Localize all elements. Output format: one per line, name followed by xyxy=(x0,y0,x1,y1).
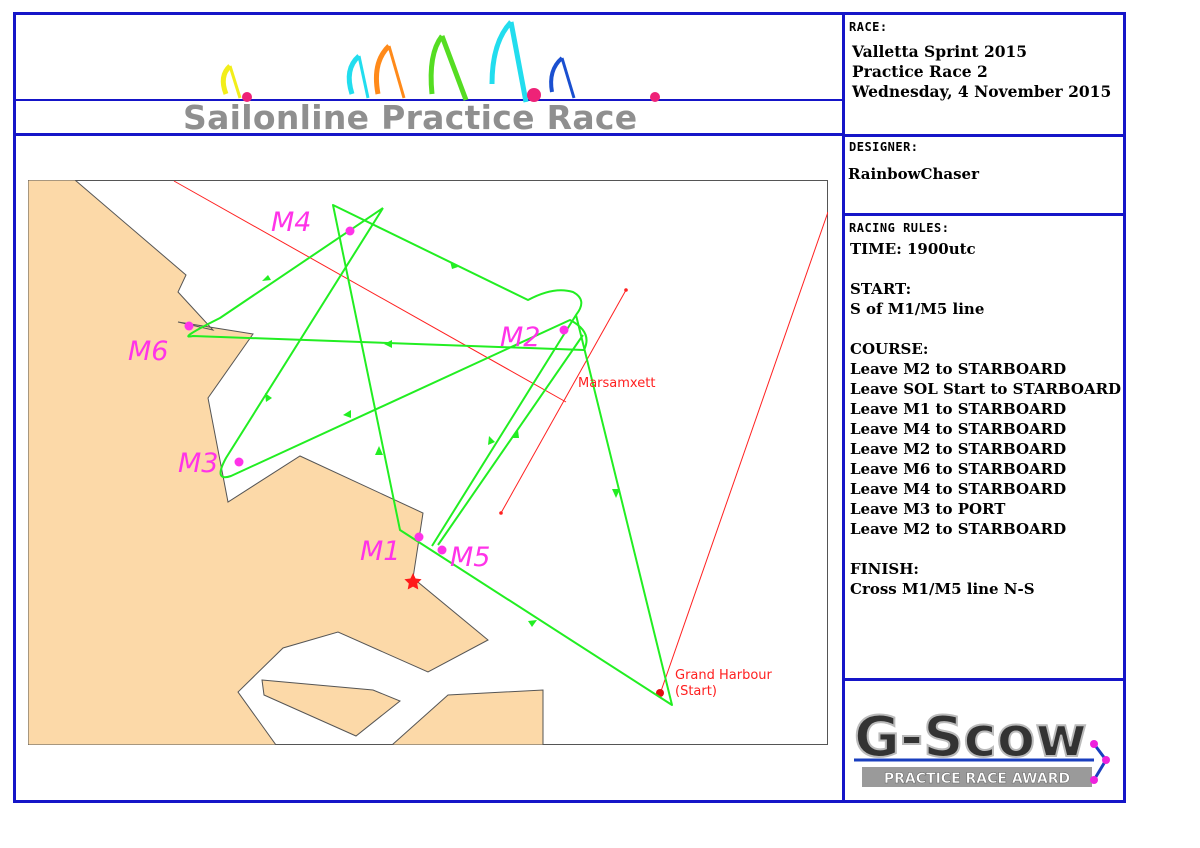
mark-m6 xyxy=(184,321,194,331)
g-scow-award-logo: G-Scow PRACTICE RACE AWARD xyxy=(853,704,1110,787)
rule-line: Cross M1/M5 line N-S xyxy=(850,580,1035,598)
rules-award-divider xyxy=(842,678,1126,681)
designer-rules-divider xyxy=(842,213,1126,216)
rule-line: COURSE: xyxy=(850,340,929,358)
rule-line: S of M1/M5 line xyxy=(850,300,985,318)
mark-label-m4: M4 xyxy=(271,207,311,238)
race-date: Wednesday, 4 November 2015 xyxy=(852,82,1112,101)
designer-label: DESIGNER: xyxy=(849,140,919,154)
rule-line: Leave M4 to STARBOARD xyxy=(850,420,1067,438)
rule-line: Leave M2 to STARBOARD xyxy=(850,440,1067,458)
start-star-icon xyxy=(404,573,422,590)
race-label: RACE: xyxy=(849,20,888,34)
award-subtitle: PRACTICE RACE AWARD xyxy=(884,771,1070,787)
rules-label: RACING RULES: xyxy=(849,221,950,235)
race-designer-divider xyxy=(842,134,1126,137)
rule-line: Leave M2 to STARBOARD xyxy=(850,520,1067,538)
mark-m1 xyxy=(414,532,424,542)
banner-divider xyxy=(13,133,845,136)
designer-name: RainbowChaser xyxy=(848,165,979,183)
race-name: Valletta Sprint 2015 xyxy=(852,42,1028,61)
banner-title: Sailonline Practice Race xyxy=(183,98,638,137)
mark-m2 xyxy=(559,325,569,335)
mark-label-m5: M5 xyxy=(450,542,490,573)
race-subtitle: Practice Race 2 xyxy=(852,62,988,81)
rule-line: START: xyxy=(850,280,912,298)
place-label-grand-harbour-start: (Start) xyxy=(675,684,717,699)
mark-label-m6: M6 xyxy=(128,336,168,367)
mark-m3 xyxy=(234,457,244,467)
mark-label-m2: M2 xyxy=(500,322,540,353)
rule-line: Leave M2 to STARBOARD xyxy=(850,360,1067,378)
rule-line: Leave SOL Start to STARBOARD xyxy=(850,380,1122,398)
course-arrows xyxy=(262,261,620,627)
mark-m5 xyxy=(437,545,447,555)
sailonline-logo xyxy=(14,20,842,103)
rule-line: Leave M6 to STARBOARD xyxy=(850,460,1067,478)
rule-line: Leave M4 to STARBOARD xyxy=(850,480,1067,498)
rule-line: Leave M3 to PORT xyxy=(850,500,1006,518)
mark-label-m1: M1 xyxy=(360,536,400,567)
mark-label-m3: M3 xyxy=(178,448,218,479)
outer-frame xyxy=(13,12,1126,803)
mark-m4 xyxy=(345,226,355,236)
land-mass-west xyxy=(28,180,489,745)
sidebar-divider xyxy=(842,12,845,803)
place-label-marsamxett: Marsamxett xyxy=(578,376,655,391)
rule-line: Leave M1 to STARBOARD xyxy=(850,400,1067,418)
rule-line: TIME: 1900utc xyxy=(850,240,976,258)
rule-line: FINISH: xyxy=(850,560,919,578)
land-mass-south xyxy=(391,689,544,745)
place-label-grand-harbour: Grand Harbour xyxy=(675,668,773,683)
course-map: M1 M2 M3 M4 M5 M6 Marsamxett Grand Harbo… xyxy=(28,180,828,745)
land-mass-island xyxy=(261,679,401,737)
